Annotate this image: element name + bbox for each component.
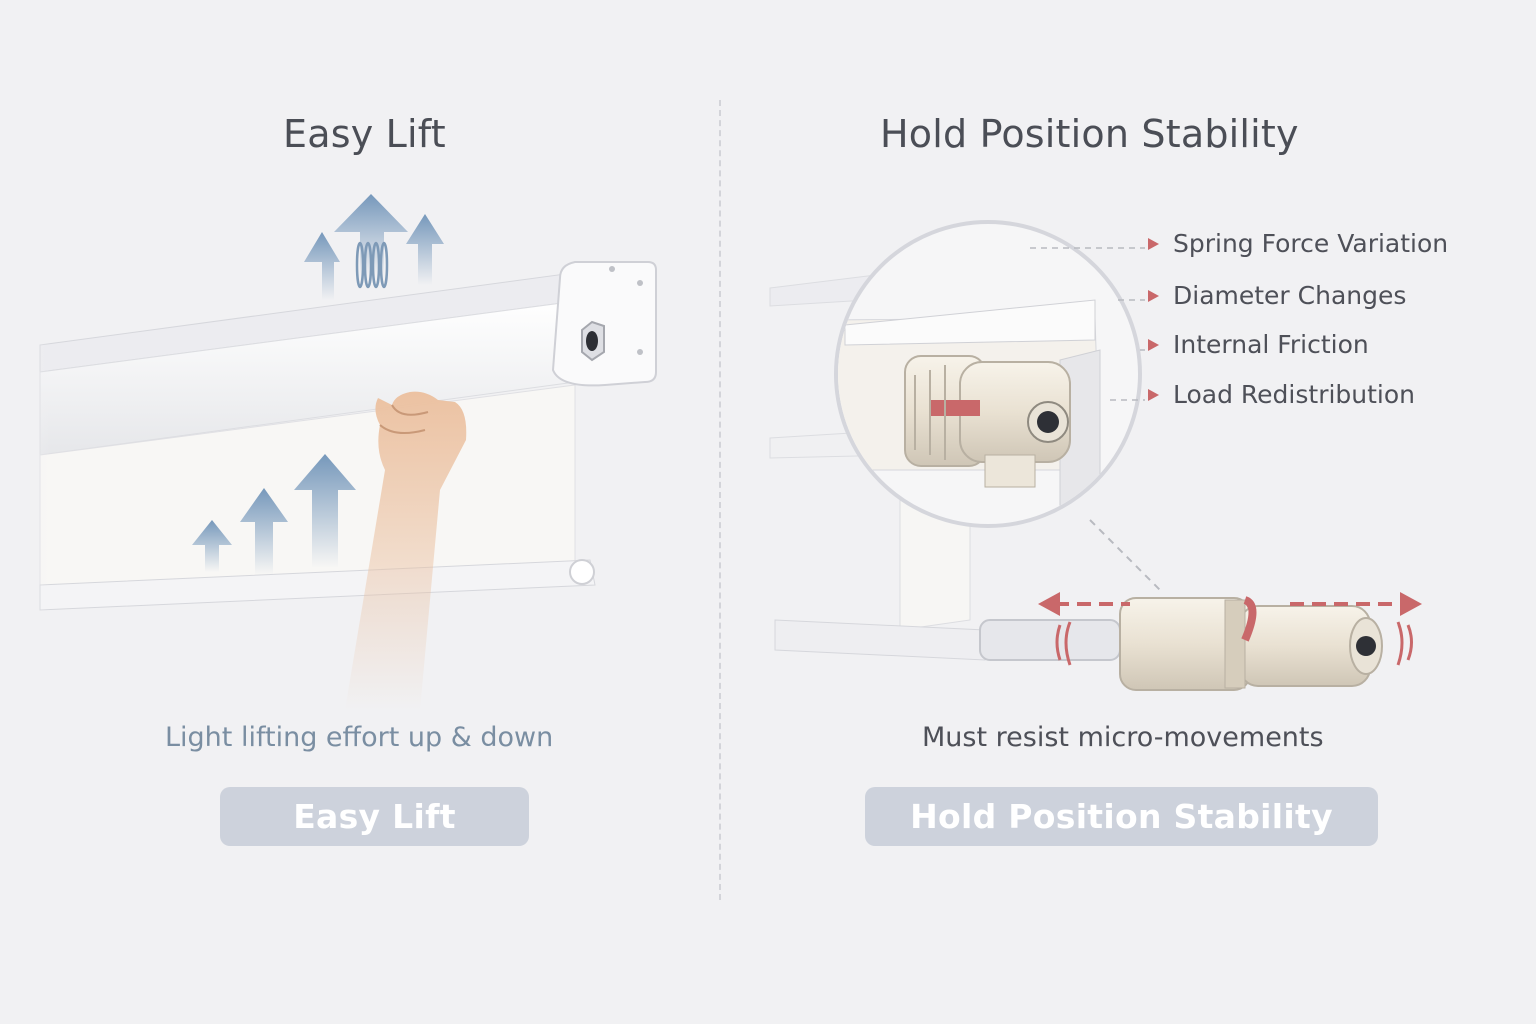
magnifier-circle-icon [834,220,1142,528]
up-arrow-icon [192,454,356,575]
pointer-triangle-icon [1148,237,1159,250]
pointer-triangle-icon [1148,338,1159,351]
vibration-icon [1055,621,1413,666]
factor-load: Load Redistribution [1148,380,1415,409]
up-arrow-icon [304,194,444,300]
bidirectional-arrow-icon [1038,592,1422,616]
factor-spring-force: Spring Force Variation [1148,229,1448,258]
easy-lift-label-pill: Easy Lift [220,787,529,846]
roller-shade-illustration [0,250,657,630]
factor-label: Spring Force Variation [1173,229,1449,258]
factor-label: Internal Friction [1173,330,1369,359]
easy-lift-title: Easy Lift [283,112,446,156]
pointer-triangle-icon [1148,388,1159,401]
hold-position-label-pill: Hold Position Stability [865,787,1378,846]
factor-friction: Internal Friction [1148,330,1369,359]
hand-icon [345,391,467,710]
factor-label: Diameter Changes [1173,281,1407,310]
leader-lines [1030,247,1145,401]
pointer-triangle-icon [1148,289,1159,302]
factor-diameter: Diameter Changes [1148,281,1406,310]
hold-position-title: Hold Position Stability [880,112,1299,156]
spring-icon [355,241,389,289]
easy-lift-caption: Light lifting effort up & down [165,722,554,753]
hold-position-caption: Must resist micro-movements [922,722,1324,753]
factor-label: Load Redistribution [1173,380,1416,409]
panel-divider [719,100,721,900]
